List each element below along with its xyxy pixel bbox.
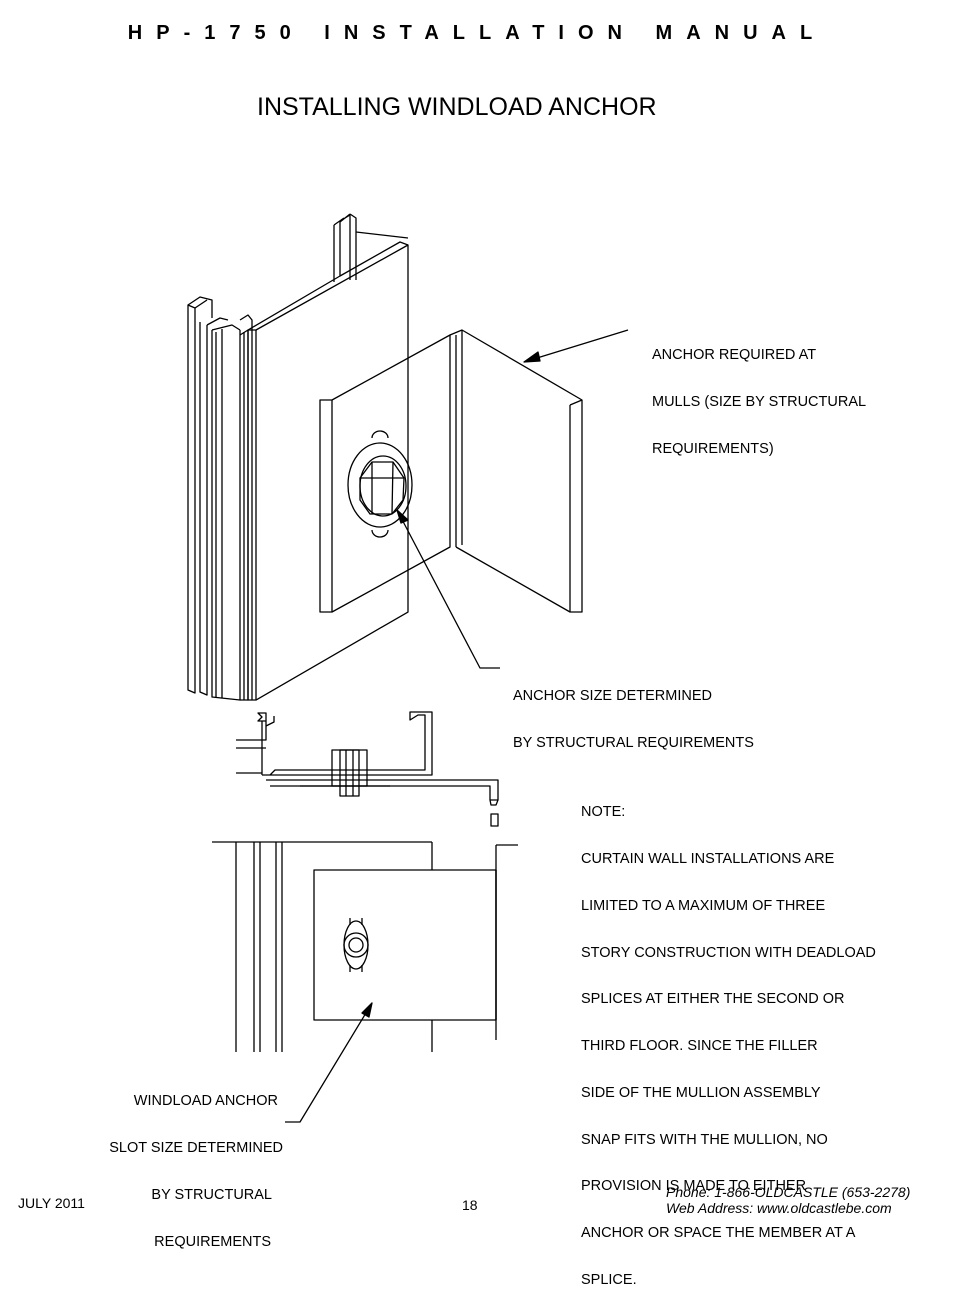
page-title: INSTALLING WINDLOAD ANCHOR [257,93,657,121]
note-line: PROVISION IS MADE TO EITHER [581,1178,807,1195]
callout-anchor-required: ANCHOR REQUIRED AT MULLS (SIZE BY STRUCT… [652,317,866,473]
note-line: CURTAIN WALL INSTALLATIONS ARE [581,850,835,867]
callout-line: REQUIREMENTS [154,1233,271,1250]
callout-line: MULLS (SIZE BY STRUCTURAL [652,393,867,410]
leader-lines-iso [396,329,629,669]
footer-contact: Phone: 1-866-OLDCASTLE (653-2278) Web Ad… [666,1184,910,1216]
note-line: SIDE OF THE MULLION ASSEMBLY [581,1084,821,1101]
note-line: LIMITED TO A MAXIMUM OF THREE [581,897,826,914]
note-line: SPLICE. [581,1272,637,1288]
leader-lines-elevation [285,1002,373,1123]
callout-line: WINDLOAD ANCHOR [133,1093,278,1110]
plan-section [236,711,499,827]
callout-line: BY STRUCTURAL REQUIREMENTS [513,734,754,751]
anchor-bolt-iso [347,430,413,538]
callout-line: BY STRUCTURAL [151,1186,272,1203]
footer-date: JULY 2011 [18,1195,85,1211]
note-line: THIRD FLOOR. SINCE THE FILLER [581,1038,818,1055]
page-number: 18 [462,1197,478,1213]
callout-slot-size: WINDLOAD ANCHOR SLOT SIZE DETERMINED BY … [80,1063,283,1266]
note-heading: NOTE: [581,804,626,821]
note-line: STORY CONSTRUCTION WITH DEADLOAD [581,944,876,961]
installation-drawing [187,213,629,1123]
callout-anchor-size: ANCHOR SIZE DETERMINED BY STRUCTURAL REQ… [513,658,754,767]
note-line: SNAP FITS WITH THE MULLION, NO [581,1131,828,1148]
note-line: ANCHOR OR SPACE THE MEMBER AT A [581,1225,856,1242]
footer-web: Web Address: www.oldcastlebe.com [666,1200,892,1216]
manual-header: HP-1750 INSTALLATION MANUAL [127,22,827,44]
installation-note: NOTE: CURTAIN WALL INSTALLATIONS ARE LIM… [581,774,876,1304]
footer-phone: Phone: 1-866-OLDCASTLE (653-2278) [666,1184,911,1200]
note-line: SPLICES AT EITHER THE SECOND OR [581,991,845,1008]
anchor-clip-iso [319,329,583,613]
callout-line: ANCHOR REQUIRED AT [652,347,817,364]
callout-line: SLOT SIZE DETERMINED [109,1139,283,1156]
callout-line: ANCHOR SIZE DETERMINED [513,688,712,705]
callout-line: REQUIREMENTS) [652,440,774,457]
elevation-view [212,841,518,1052]
mullion-iso [187,213,409,701]
